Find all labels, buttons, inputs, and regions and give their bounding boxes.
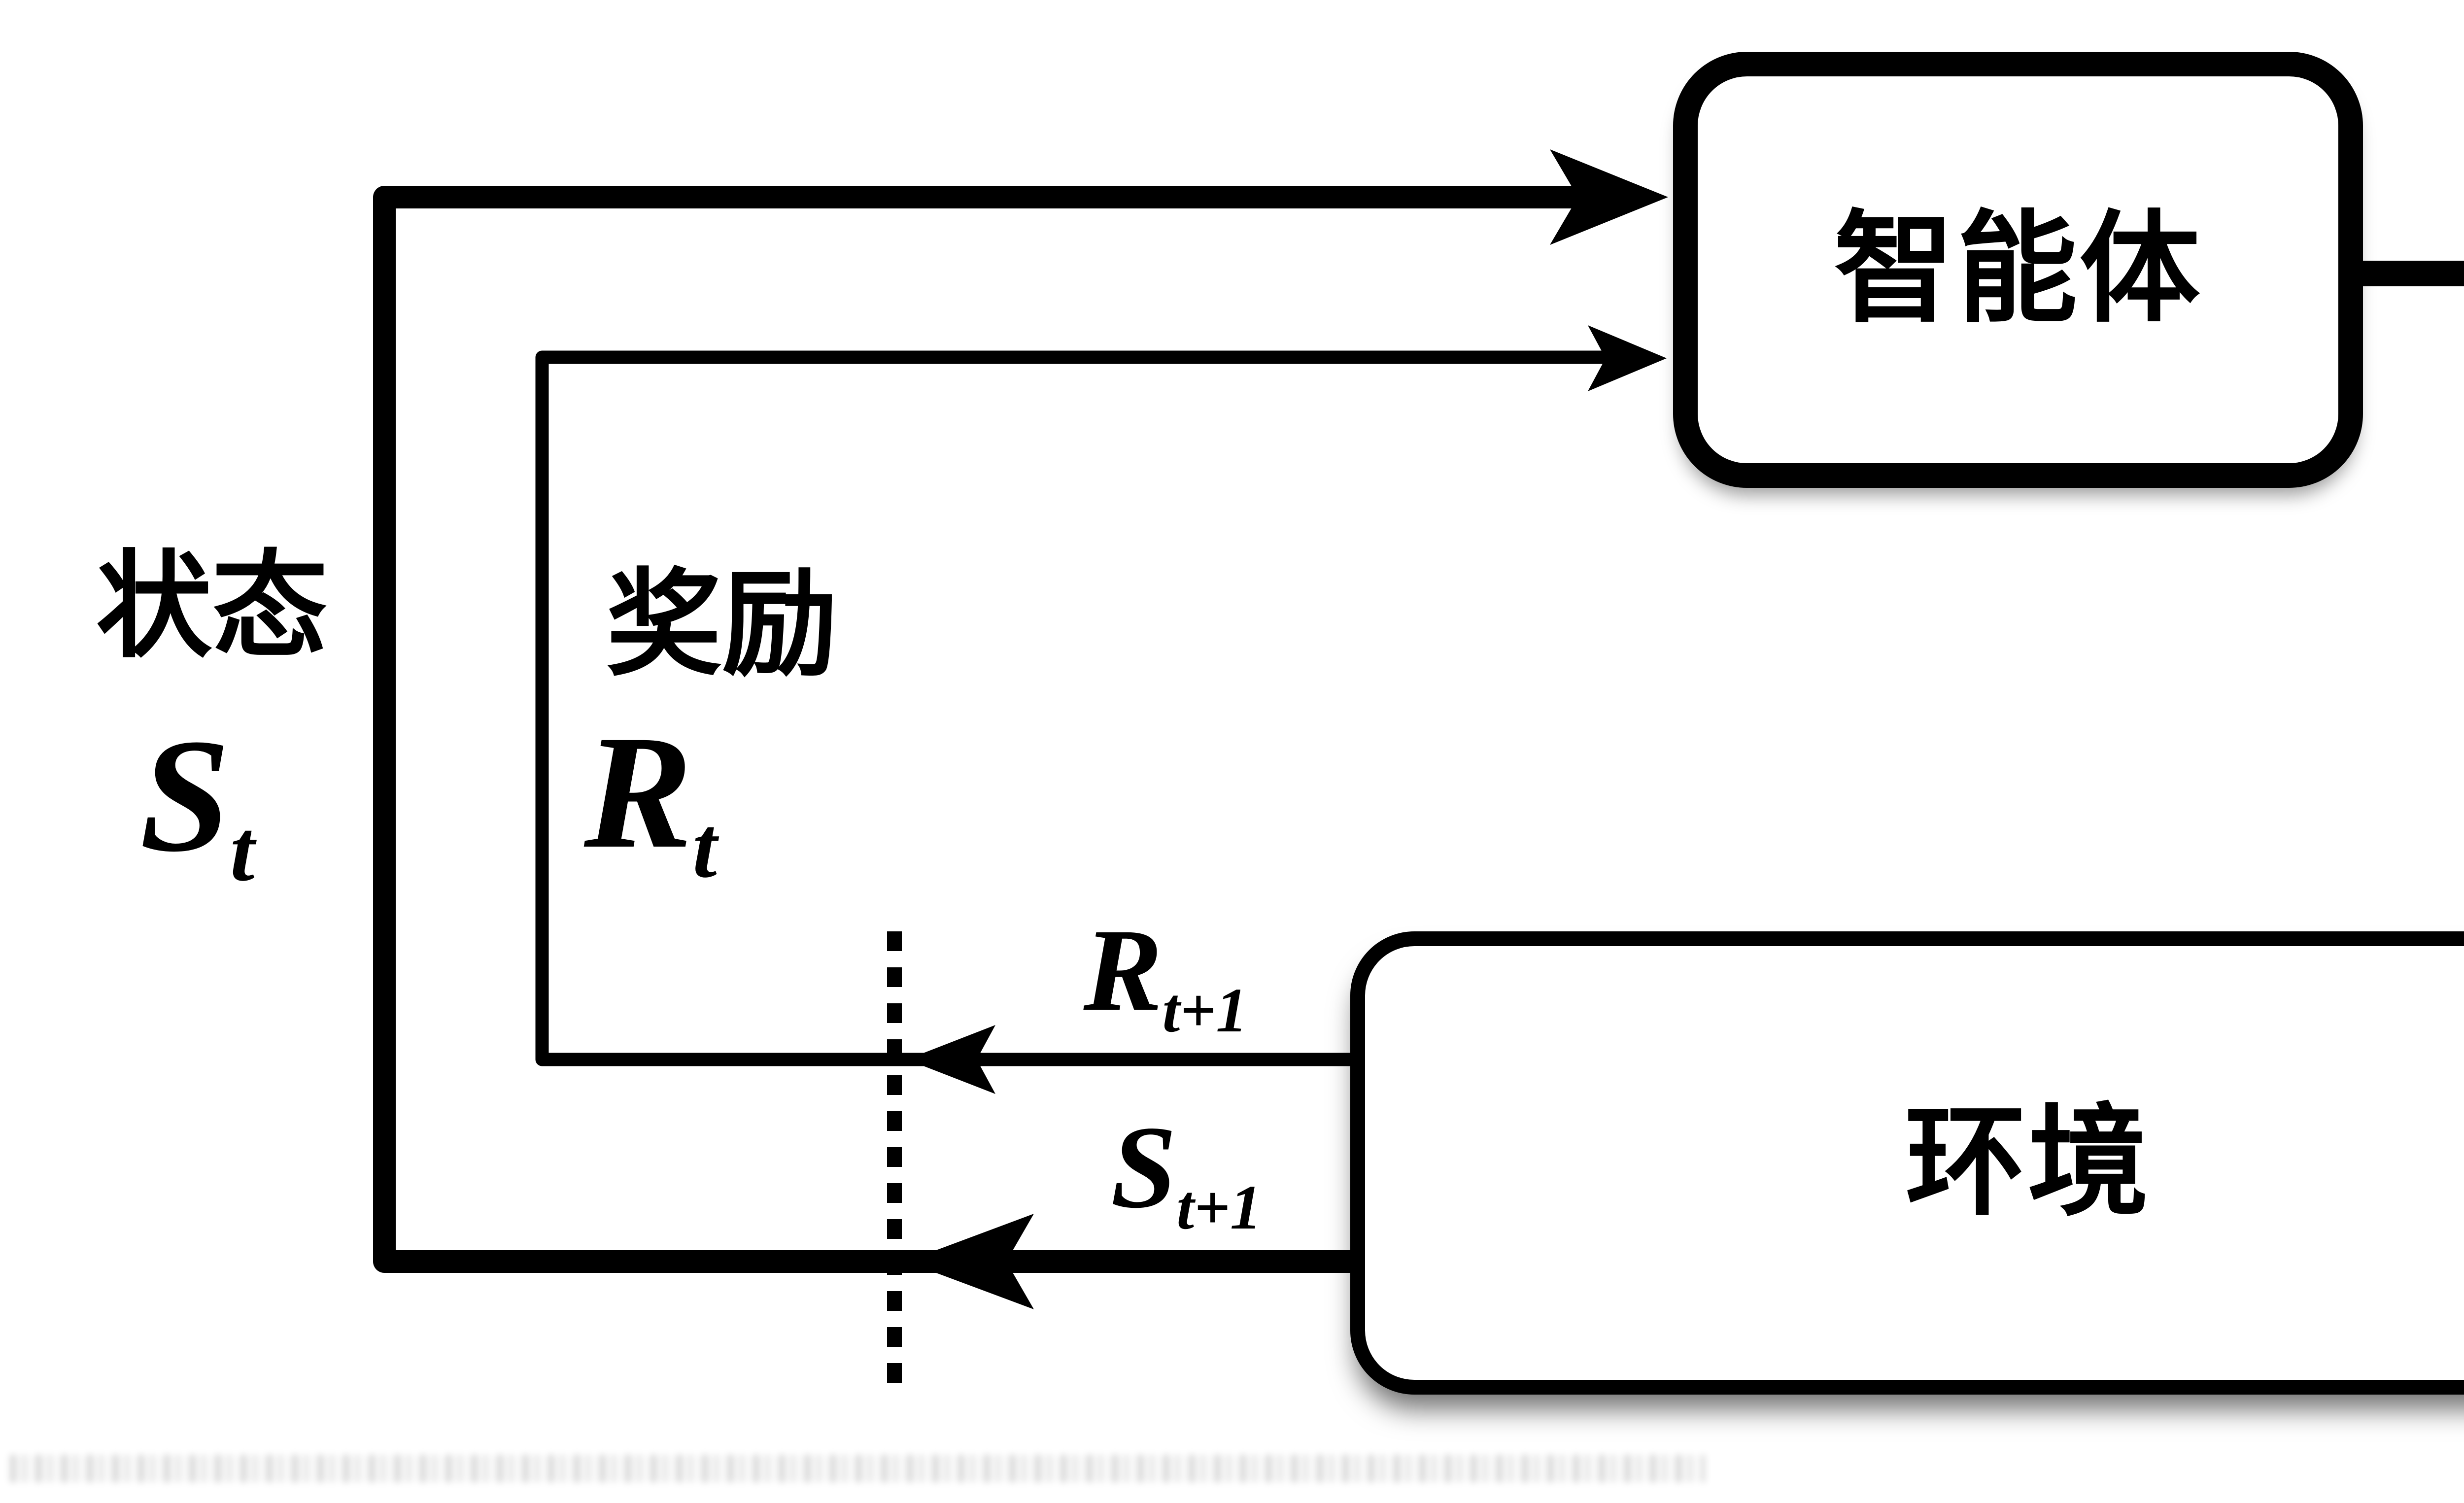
state-symbol: S [139,706,231,886]
next-reward-symbol: R [1083,904,1163,1035]
reward-arrowhead-at-timestep-line [907,1025,995,1094]
agent-node: 智能体 [1673,52,2363,488]
reward-arrowhead-into-agent [1588,325,1667,391]
reward-symbol-subscript: t [692,798,717,896]
next-state-symbol-label: St+1 [1111,1108,1262,1239]
state-symbol-subscript: t [230,801,255,899]
state-arrowhead-at-timestep-line [906,1214,1034,1309]
cutoff-text-artifact [10,1455,1705,1482]
state-name-label: 状态 [96,543,328,672]
next-reward-symbol-subscript: t+1 [1162,975,1248,1045]
environment-node: 环境 [1350,931,2464,1395]
next-state-symbol-subscript: t+1 [1176,1172,1262,1242]
reward-symbol: R [584,702,693,882]
reward-name-label: 奖励 [606,561,838,690]
state-arrowhead-into-agent [1550,149,1668,245]
state-connector [373,186,1579,1273]
next-reward-symbol-label: Rt+1 [1084,911,1248,1042]
environment-node-label: 环境 [1905,1096,2151,1230]
next-state-symbol: S [1111,1101,1177,1232]
reward-symbol-label: Rt [584,711,717,891]
state-symbol-label: St [140,715,255,894]
agent-node-label: 智能体 [1834,203,2202,337]
